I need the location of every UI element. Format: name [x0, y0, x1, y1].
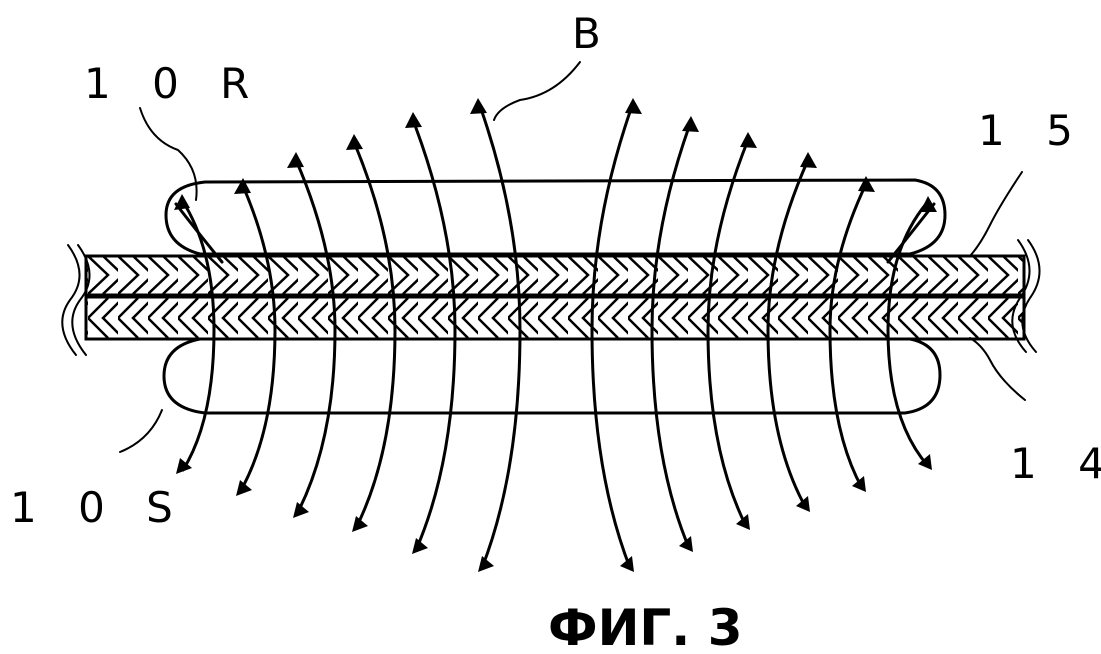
magnetic-field-lines [174, 104, 936, 570]
label-lower-layer: 1 4 [1010, 439, 1101, 488]
lower-lamination-14 [84, 295, 1026, 341]
leader-15 [969, 171, 1023, 257]
label-upper-coil: 1 0 R [84, 59, 263, 108]
figure-caption: ФИГ. 3 [548, 599, 742, 654]
left-break-mark [61, 244, 81, 356]
leader-10R [139, 107, 198, 201]
right-break-mark [1011, 239, 1031, 353]
field-arrowheads [174, 98, 937, 572]
leader-B [493, 61, 581, 121]
label-lower-coil: 1 0 S [10, 483, 187, 532]
lower-coil-10S [162, 337, 942, 415]
upper-lamination-15 [84, 254, 1026, 297]
leader-10S [119, 409, 163, 453]
upper-coil-10R [164, 178, 947, 256]
label-upper-layer: 1 5 [978, 106, 1087, 155]
leader-14 [969, 337, 1026, 401]
label-field-B: B [572, 9, 615, 58]
laminated-core [61, 239, 1041, 356]
